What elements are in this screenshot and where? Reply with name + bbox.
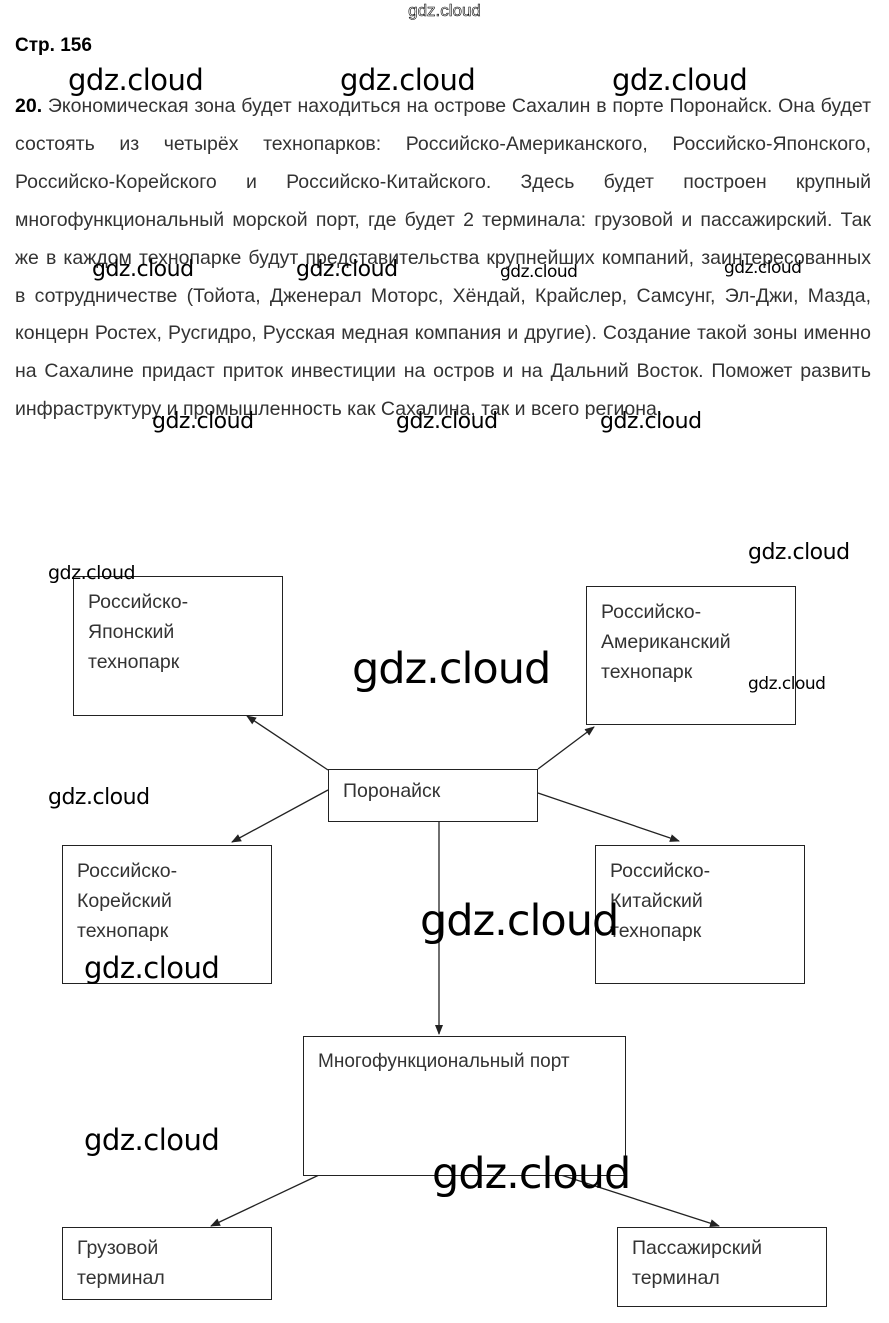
watermark: gdz.cloud — [296, 257, 398, 282]
site-link[interactable]: gdz.cloud — [408, 1, 481, 21]
task-number: 20. — [15, 95, 43, 117]
watermark: gdz.cloud — [420, 896, 619, 946]
watermark: gdz.cloud — [68, 63, 204, 97]
box-america-technopark: Российско- Американский технопарк — [586, 586, 796, 725]
box-america-line1: Российско- — [601, 601, 702, 623]
box-japan-line1: Российско- — [88, 591, 189, 613]
box-passenger-line2: терминал — [632, 1267, 720, 1289]
arrow-to-america — [537, 726, 595, 770]
box-china-technopark: Российско- Китайский технопарк — [595, 845, 805, 984]
box-japan-line2: Японский — [88, 621, 175, 643]
box-passenger-line1: Пассажирский — [632, 1237, 763, 1259]
arrow-to-china — [537, 792, 680, 842]
watermark: gdz.cloud — [84, 951, 220, 985]
arrow-to-korea — [231, 789, 329, 843]
box-center-poronaysk: Поронайск — [328, 769, 538, 822]
box-cargo-terminal: Грузовой терминал — [62, 1227, 272, 1300]
box-america-line2: Американский — [601, 631, 731, 653]
box-korea-line3: технопарк — [77, 920, 169, 942]
box-passenger-terminal: Пассажирский терминал — [617, 1227, 827, 1307]
arrow-to-cargo — [210, 1174, 320, 1227]
box-china-line1: Российско- — [610, 860, 711, 882]
watermark: gdz.cloud — [500, 262, 578, 282]
box-center-line1: Поронайск — [343, 780, 441, 802]
watermark: gdz.cloud — [352, 644, 551, 694]
watermark: gdz.cloud — [432, 1149, 631, 1199]
box-korea-technopark: Российско- Корейский технопарк — [62, 845, 272, 984]
watermark: gdz.cloud — [748, 540, 850, 565]
box-port-line1: Многофункциональный порт — [318, 1051, 570, 1072]
box-cargo-line2: терминал — [77, 1267, 165, 1289]
watermark: gdz.cloud — [748, 674, 826, 694]
box-china-line2: Китайский — [610, 890, 703, 912]
task-text: Экономическая зона будет находиться на о… — [15, 95, 872, 421]
watermark: gdz.cloud — [48, 785, 150, 810]
box-korea-line1: Российско- — [77, 860, 178, 882]
box-america-line3: технопарк — [601, 661, 693, 683]
watermark: gdz.cloud — [600, 409, 702, 434]
watermark: gdz.cloud — [396, 409, 498, 434]
task-paragraph: 20. Экономическая зона будет находиться … — [15, 88, 871, 429]
box-multifunctional-port: Многофункциональный порт — [303, 1036, 626, 1176]
box-china-line3: технопарк — [610, 920, 702, 942]
arrow-to-japan — [246, 715, 329, 771]
box-japan-technopark: Российско- Японский технопарк — [73, 576, 283, 716]
page-label: Стр. 156 — [15, 35, 92, 56]
arrow-to-passenger — [560, 1174, 720, 1228]
watermark: gdz.cloud — [724, 258, 802, 278]
watermark: gdz.cloud — [612, 63, 748, 97]
box-korea-line2: Корейский — [77, 890, 172, 912]
watermark: gdz.cloud — [340, 63, 476, 97]
box-japan-line3: технопарк — [88, 651, 180, 673]
watermark: gdz.cloud — [84, 1123, 220, 1157]
watermark: gdz.cloud — [48, 562, 136, 584]
box-cargo-line1: Грузовой — [77, 1237, 159, 1259]
watermark: gdz.cloud — [152, 409, 254, 434]
watermark: gdz.cloud — [92, 257, 194, 282]
